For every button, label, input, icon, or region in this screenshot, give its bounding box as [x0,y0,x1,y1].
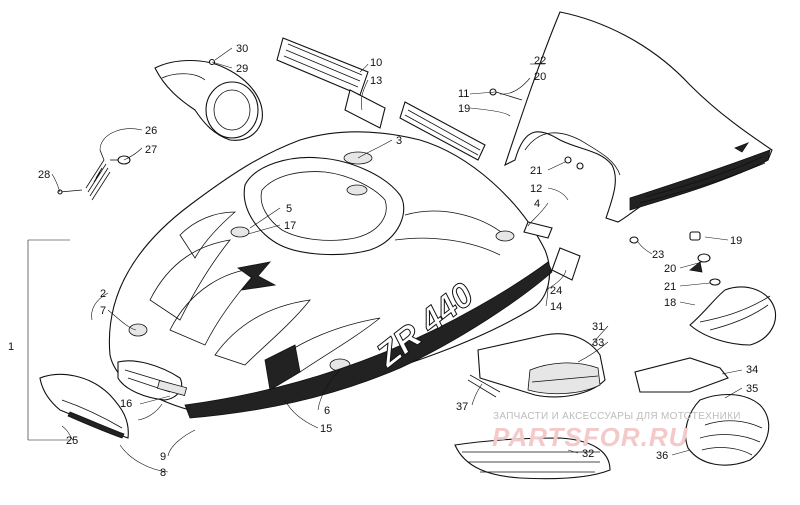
callout-19b: 19 [730,235,742,247]
callout-35: 35 [746,383,758,395]
callout-10: 10 [370,57,382,69]
callout-18: 18 [664,297,676,309]
callout-8: 8 [160,467,166,479]
front-cap [39,373,129,439]
callout-28: 28 [38,169,50,181]
callout-20a: 20 [534,71,546,83]
callout-25: 25 [66,435,78,447]
callout-23: 23 [652,249,664,261]
callout-2: 2 [100,288,106,300]
callout-22: 22 [534,55,546,67]
callout-26: 26 [145,125,157,137]
callout-32: 32 [582,448,594,460]
callout-17: 17 [284,220,296,232]
callout-21a: 21 [530,165,542,177]
callout-16: 16 [120,398,132,410]
callout-31: 31 [592,321,604,333]
callout-20b: 20 [664,263,676,275]
callout-37: 37 [456,401,468,413]
headlight-housing [154,58,263,141]
callout-9: 9 [160,451,166,463]
watermark-caption: ЗАПЧАСТИ И АКСЕССУАРЫ ДЛЯ МОТОТЕХНИКИ [493,411,741,422]
callout-5: 5 [286,203,292,215]
callout-30: 30 [236,43,248,55]
watermark-brand: PARTSFOR.RU [492,422,689,452]
callout-3: 3 [396,135,402,147]
callout-14: 14 [550,301,562,313]
callout-19a: 19 [458,103,470,115]
windshield-hardware [489,88,639,244]
callout-34: 34 [746,364,758,376]
callout-12: 12 [530,183,542,195]
callout-1: 1 [8,341,14,353]
callout-36: 36 [656,450,668,462]
callout-4: 4 [534,198,540,210]
leader-lines [27,47,743,473]
callout-29: 29 [236,63,248,75]
callout-6: 6 [324,405,330,417]
callout-13: 13 [370,75,382,87]
callout-24: 24 [550,285,562,297]
watermark: ЗАПЧАСТИ И АКСЕССУАРЫ ДЛЯ МОТОТЕХНИКИ PA… [492,411,741,452]
callout-21b: 21 [664,281,676,293]
callout-11: 11 [458,88,469,100]
lower-panels [454,333,770,480]
callout-15: 15 [320,423,332,435]
side-panel-18 [689,286,777,346]
spring-latch [57,149,131,201]
windshield [504,11,773,223]
callout-7: 7 [100,305,106,317]
hardware-stack [689,231,721,286]
callouts: 30 29 26 27 28 10 13 3 11 19 22 20 21 12… [8,43,758,479]
callout-27: 27 [145,144,157,156]
vent-decals [276,37,581,281]
callout-33: 33 [592,337,604,349]
